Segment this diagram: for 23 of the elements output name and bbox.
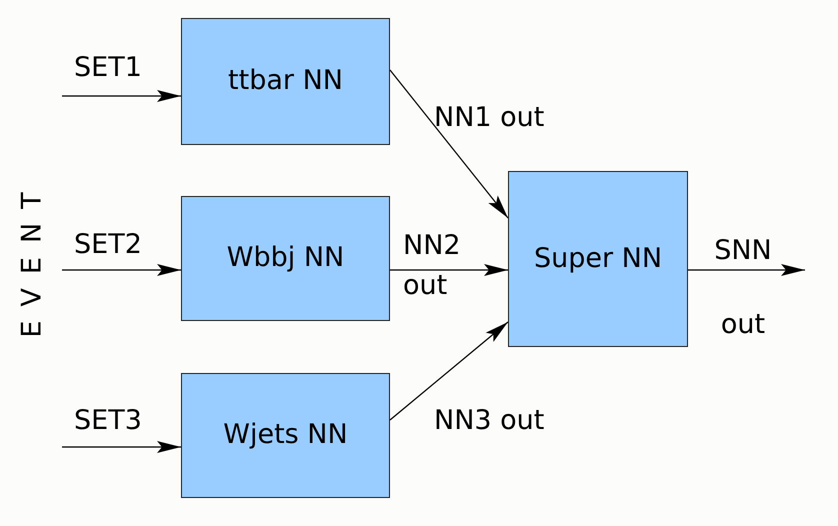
arrow	[390, 70, 508, 218]
process-box	[508, 171, 688, 347]
edge-label: NN3 out	[434, 404, 546, 438]
arrow	[688, 264, 805, 276]
edge-label: SET2	[74, 228, 143, 262]
box-label: ttbar NN	[227, 65, 344, 98]
arrow	[62, 441, 181, 453]
process-box	[181, 196, 390, 321]
box-label: Wbbj NN	[226, 242, 346, 275]
process-box	[181, 18, 390, 145]
arrow	[390, 322, 508, 420]
edge-label: SET1	[74, 51, 143, 85]
edge-label: SET3	[74, 404, 143, 438]
arrow	[390, 264, 508, 276]
edge-label: NN1 out	[434, 101, 546, 135]
arrow	[62, 264, 181, 276]
process-box	[181, 373, 390, 498]
side-label: EVENT	[16, 178, 48, 338]
box-label: Wjets NN	[222, 419, 349, 452]
edge-label: SNN out	[713, 234, 773, 342]
edge-label: NN2 out	[403, 229, 462, 303]
box-label: Super NN	[532, 242, 664, 276]
arrow	[62, 90, 181, 102]
